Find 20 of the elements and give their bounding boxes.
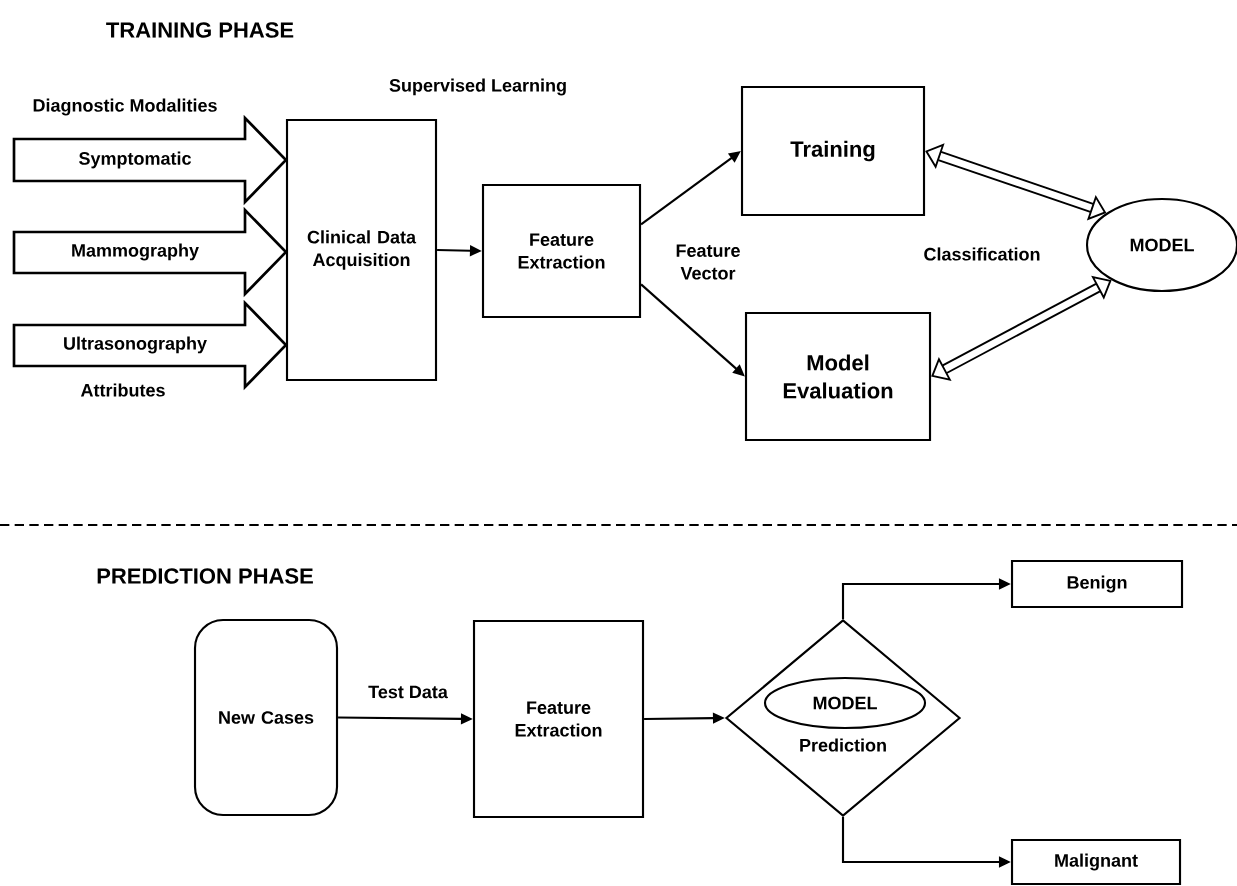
text-label: Supervised Learning bbox=[389, 78, 566, 96]
double-arrow bbox=[931, 275, 1112, 381]
section-heading: PREDICTION PHASE bbox=[97, 568, 313, 584]
process-box: Benign bbox=[1010, 559, 1184, 609]
edge-label: Mammography bbox=[69, 242, 201, 262]
text-label: Classification bbox=[924, 247, 1040, 261]
text-label: Attributes bbox=[80, 383, 165, 397]
edge-label: Symptomatic bbox=[77, 150, 193, 170]
section-heading: TRAINING PHASE bbox=[106, 22, 294, 38]
process-box: Feature Extraction bbox=[472, 619, 645, 819]
process-box: Malignant bbox=[1010, 838, 1182, 886]
rounded-box: New Cases bbox=[193, 618, 339, 817]
process-box: Feature Extraction bbox=[481, 183, 642, 319]
process-box: Clinical Data Acquisition bbox=[285, 118, 438, 382]
text-label: Feature Vector bbox=[676, 244, 740, 280]
edge-label: Ultrasonography bbox=[61, 335, 209, 355]
text-label: Diagnostic Modalities bbox=[33, 98, 217, 116]
edge-label: Test Data bbox=[366, 684, 450, 700]
process-box: Training bbox=[740, 85, 926, 217]
process-box: Model Evaluation bbox=[744, 311, 932, 442]
